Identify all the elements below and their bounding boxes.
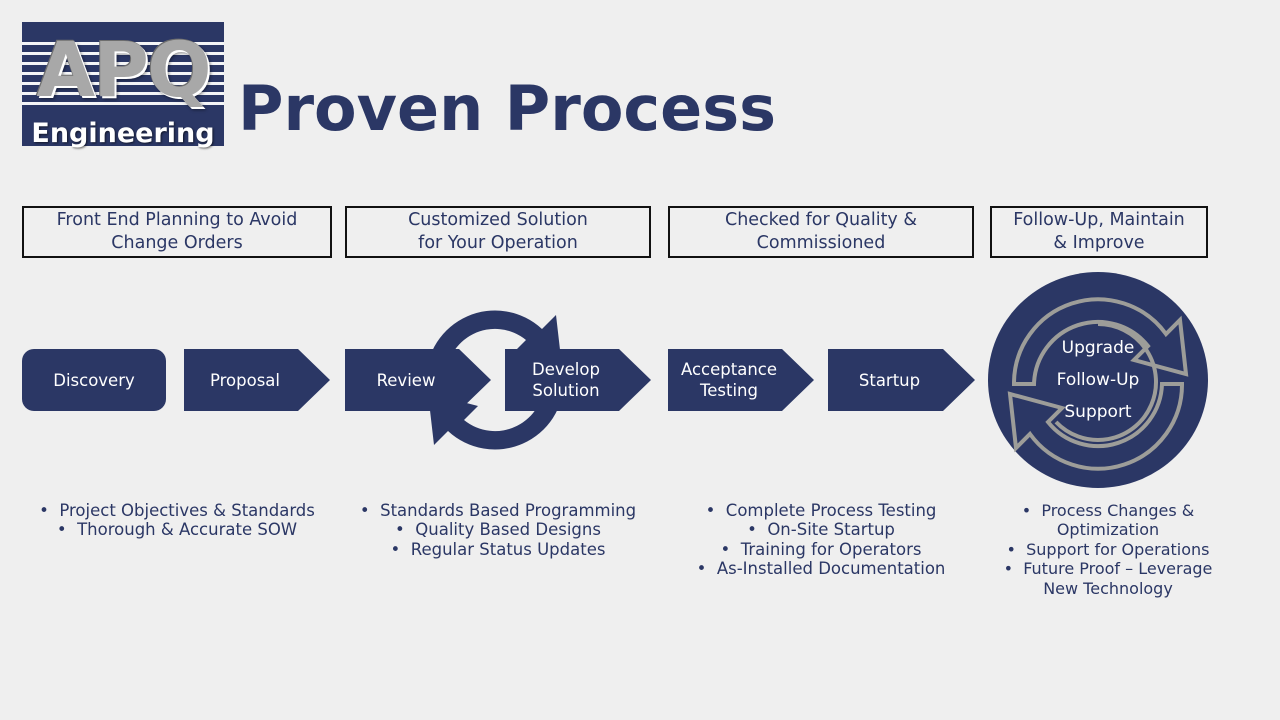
list-item: • Complete Process Testing [705,501,937,520]
logo-wordmark: APQ [36,25,211,114]
phase-header-label: Customized Solution for Your Operation [408,210,588,253]
step-label: Develop Solution [532,360,600,400]
step-acceptance-testing[interactable]: Acceptance Testing [668,349,814,411]
bullet-column-planning: • Project Objectives & Standards • Thoro… [22,501,332,540]
list-item: • Thorough & Accurate SOW [56,520,298,540]
list-item: • Training for Operators [720,539,922,559]
list-item: • Quality Based Designs [395,520,601,540]
outer-cycle-arrow [1011,297,1189,386]
phase-header-front-end-planning: Front End Planning to Avoid Change Order… [22,206,332,258]
list-item: • Standards Based Programming [359,501,637,520]
step-label: Discovery [53,370,135,390]
phase-header-label: Follow-Up, Maintain & Improve [1013,210,1185,253]
cycle-arrow-svg [425,310,565,450]
logo-stripes-decoration [22,42,224,108]
phase-header-label: Front End Planning to Avoid Change Order… [56,210,298,253]
inner-cycle-arc [1054,322,1158,442]
cycle-arrow-bottom [428,380,565,450]
phase-header-label: Checked for Quality & Commissioned [724,210,917,253]
list-item: • Process Changes & Optimization [1021,501,1195,540]
phase-header-customized-solution: Customized Solution for Your Operation [345,206,651,258]
step-label: Startup [858,370,921,390]
step-label: Proposal [209,370,281,390]
circle-background [988,272,1208,488]
list-item: • As-Installed Documentation [696,559,946,579]
step-review[interactable]: Review [345,349,491,411]
outer-cycle-arrow-lower [1007,382,1185,471]
cycle-arrow-top [425,310,562,380]
phase-header-checked-for-quality: Checked for Quality & Commissioned [668,206,974,258]
phase-header-follow-up-maintain: Follow-Up, Maintain & Improve [990,206,1208,258]
step-proposal[interactable]: Proposal [184,349,330,411]
logo-subtitle: Engineering [31,118,215,149]
apq-logo: APQ Engineering [22,22,224,149]
page-title: Proven Process [238,72,777,145]
bullet-column-solution: • Standards Based Programming • Quality … [345,501,651,559]
bullet-column-followup: • Process Changes & Optimization • Suppo… [988,501,1228,598]
followup-cycle-circle[interactable]: Upgrade Follow-Up Support [988,272,1208,488]
list-item: • Project Objectives & Standards [39,501,315,520]
step-develop-solution[interactable]: Develop Solution [505,349,651,411]
step-label: Review [376,370,436,390]
step-label: Acceptance Testing [680,360,778,400]
list-item: • Regular Status Updates [390,539,606,559]
list-item: • Support for Operations [1006,539,1210,559]
step-discovery[interactable]: Discovery [22,349,166,411]
list-item: • On-Site Startup [747,520,895,540]
list-item: • Future Proof – Leverage New Technology [1003,559,1213,598]
cycle-arrows-middle [404,274,586,486]
step-startup[interactable]: Startup [828,349,975,411]
bullet-column-quality: • Complete Process Testing • On-Site Sta… [668,501,974,579]
circle-arrows-svg [1007,297,1189,471]
